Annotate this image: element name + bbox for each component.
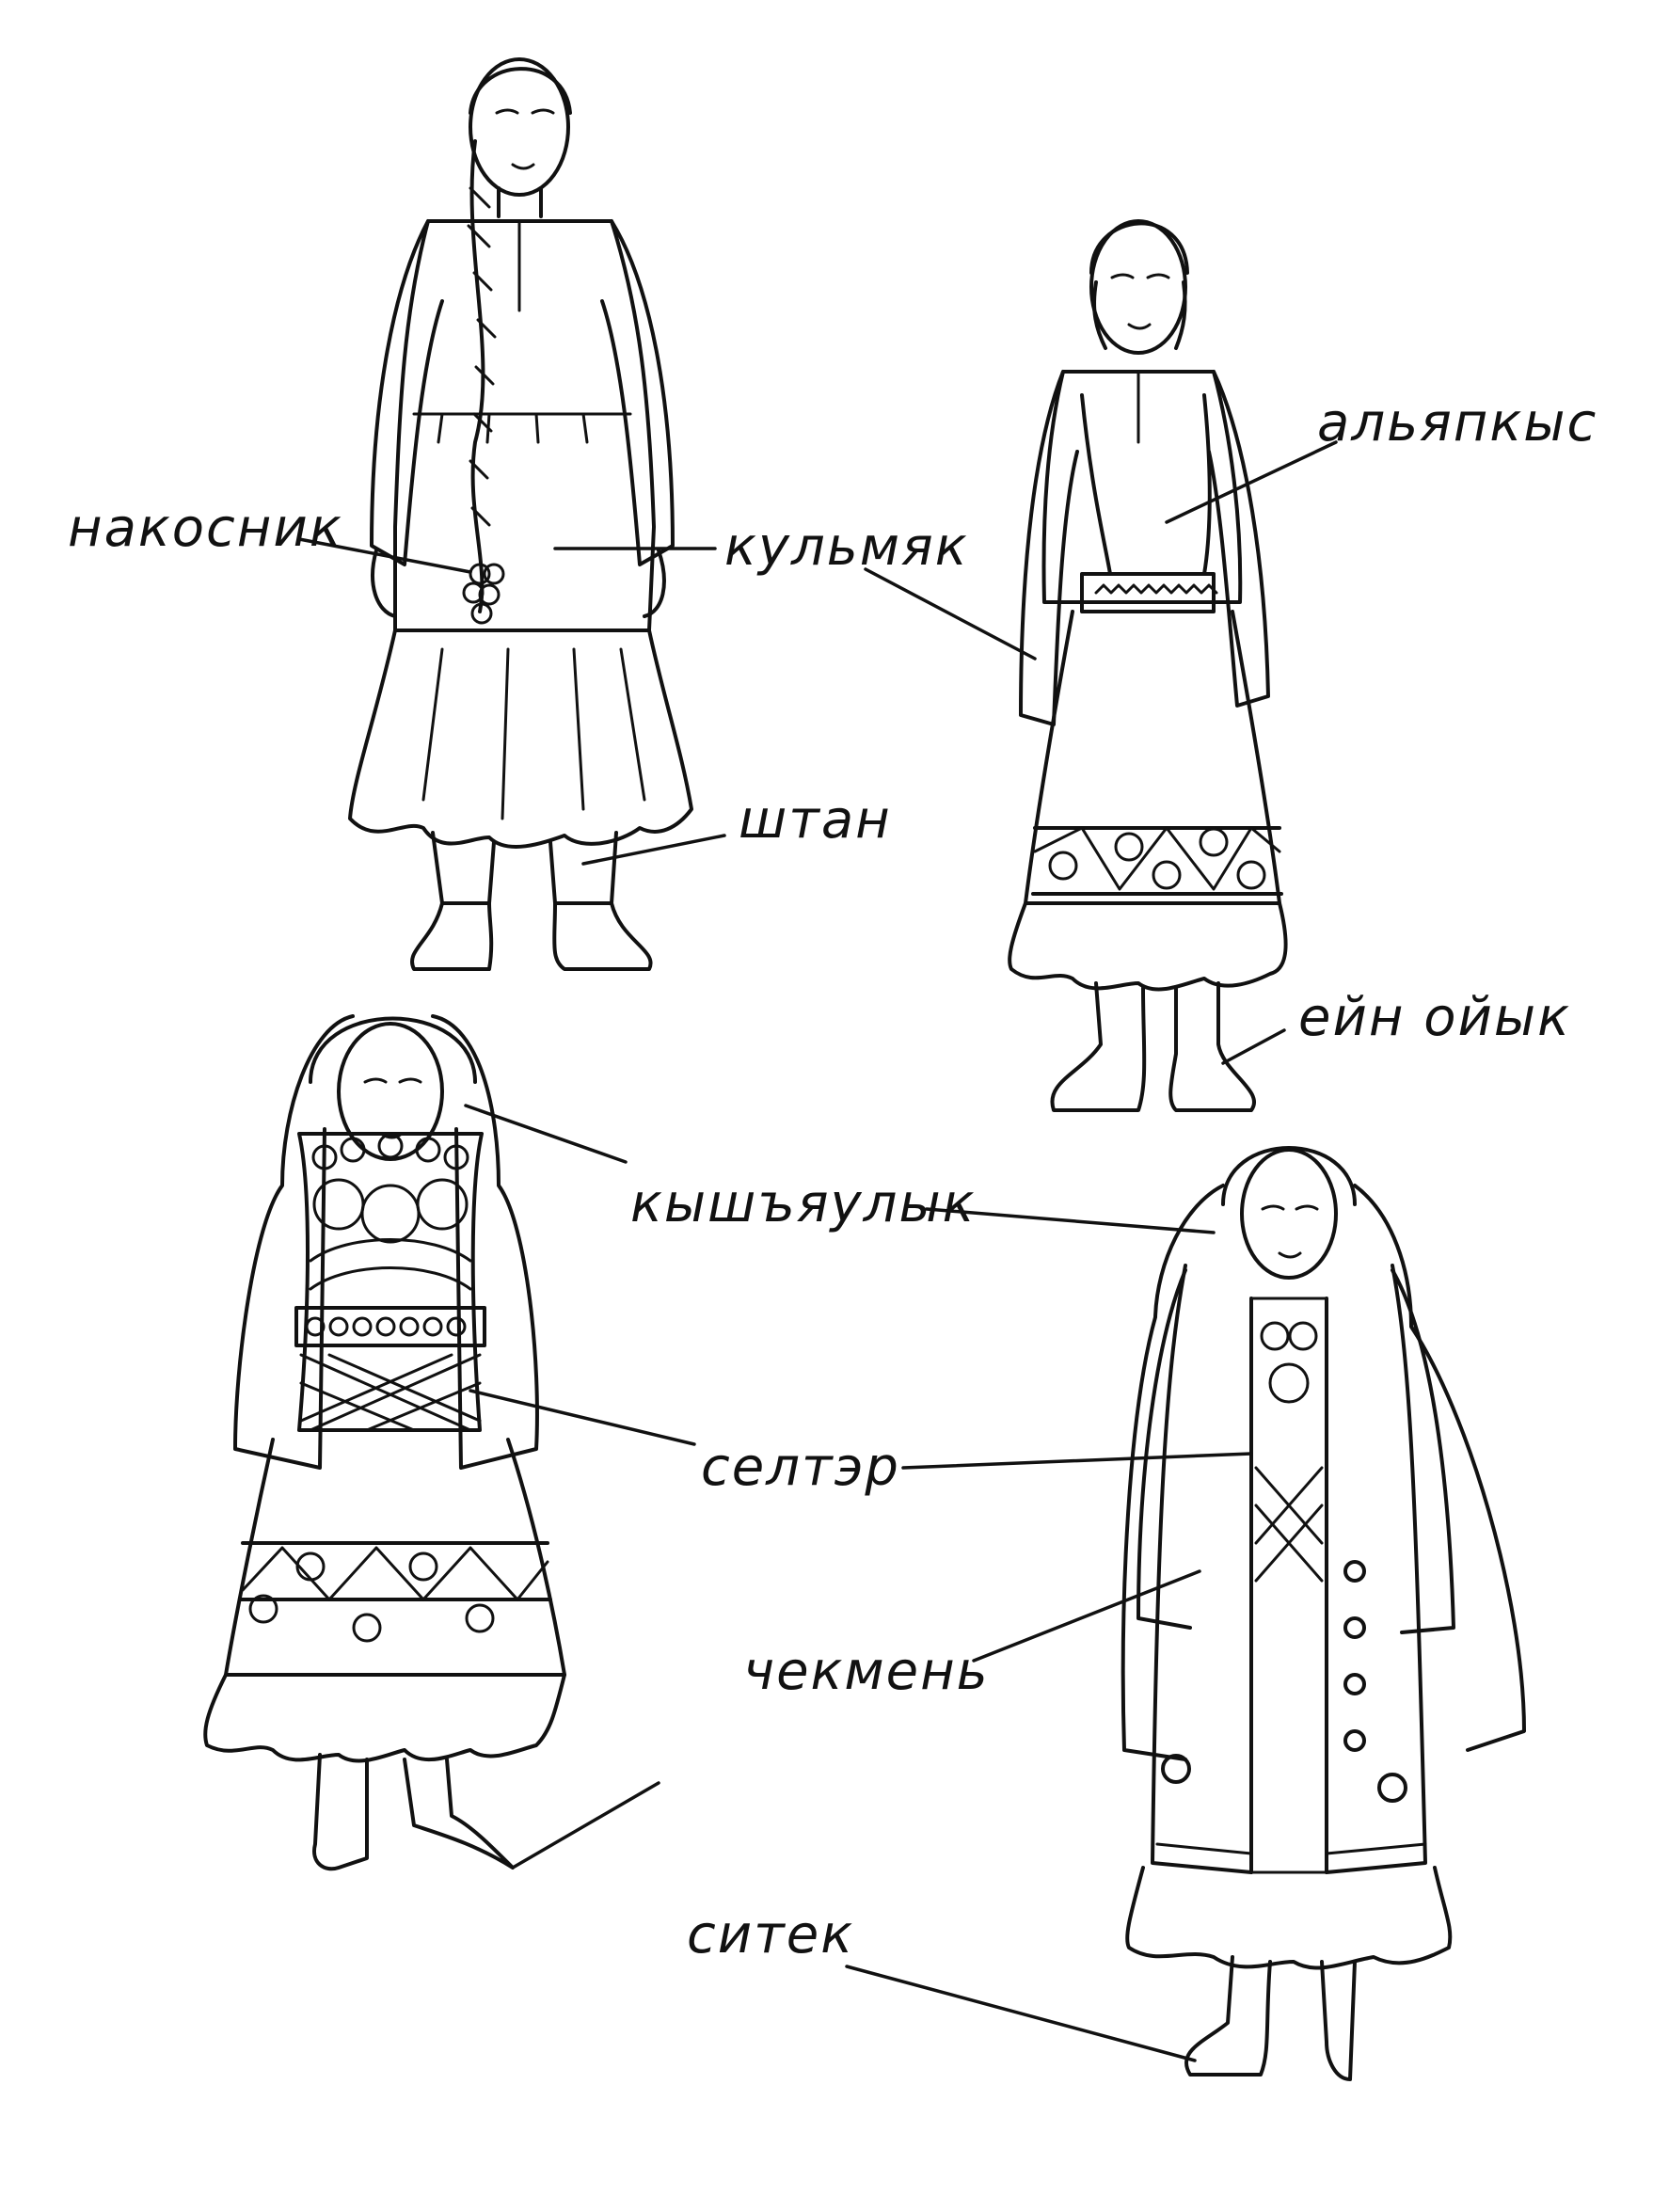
figure-girl-apron	[1008, 219, 1288, 1112]
label-seltar: селтэр	[701, 1437, 900, 1498]
seltar-breastplate	[294, 1132, 486, 1432]
label-alyapkys: альяпкыс	[1317, 392, 1597, 454]
label-kulmyak: кульмяк	[724, 517, 969, 578]
figure-woman-chekmen	[1121, 1146, 1526, 2081]
label-kyshyaulyk: кышъяулык	[630, 1173, 977, 1234]
nakosnik-pendant	[462, 563, 505, 625]
figure-girl-shirt	[348, 57, 693, 971]
label-nakosnik: накосник	[68, 498, 343, 559]
label-yein-oiyk: ейн ойык	[1298, 987, 1571, 1048]
leader-lines	[297, 440, 1338, 2062]
label-shtan: штан	[739, 789, 892, 851]
figure-woman-selter	[203, 1014, 566, 1871]
label-chekmen: чекмень	[743, 1641, 990, 1702]
label-sitek: ситек	[687, 1904, 854, 1965]
